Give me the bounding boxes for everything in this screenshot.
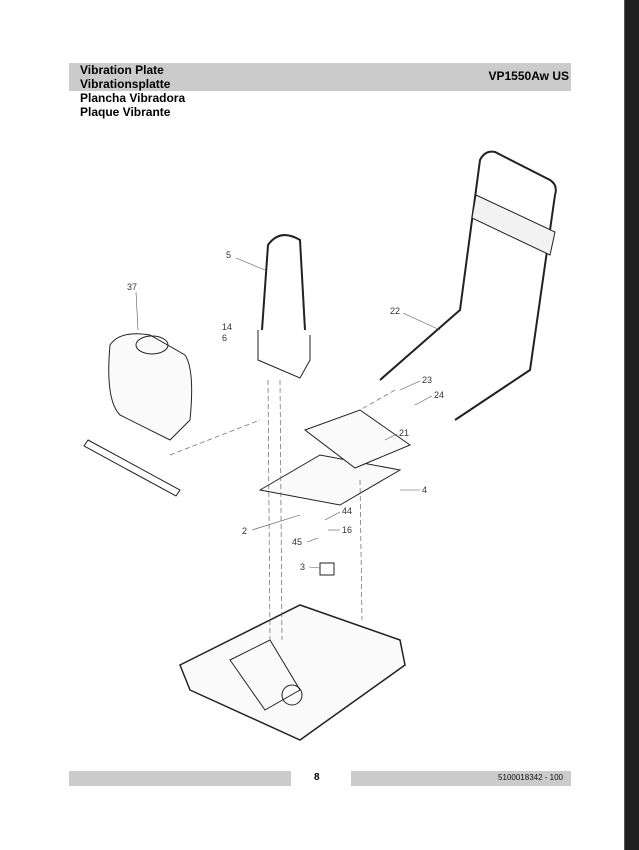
handle-part	[379, 150, 557, 421]
callout-5: 5	[226, 250, 231, 260]
frame-plate	[258, 454, 402, 506]
title-es: Plancha Vibradora	[80, 91, 186, 105]
callout-2: 2	[242, 526, 247, 536]
title-de: Vibrationsplatte	[80, 77, 171, 91]
engine-housing	[229, 639, 301, 711]
callout-45: 45	[292, 537, 302, 547]
lift-bail-part	[261, 234, 306, 331]
title-fr: Plaque Vibrante	[80, 105, 171, 119]
callout-44: 44	[342, 506, 352, 516]
page-number: 8	[314, 772, 320, 783]
water-tank-part	[108, 333, 193, 441]
shock-mount	[319, 562, 335, 576]
callout-37: 37	[127, 282, 137, 292]
handle-label-plate	[471, 194, 556, 256]
callout-4: 4	[422, 485, 427, 495]
pulley	[281, 684, 303, 706]
callout-21: 21	[399, 428, 409, 438]
upper-frame-plate	[303, 409, 412, 469]
callout-16: 16	[342, 525, 352, 535]
viewer-scrollbar[interactable]	[624, 0, 639, 850]
callout-3: 3	[300, 562, 305, 572]
callout-24: 24	[434, 390, 444, 400]
callout-6: 6	[222, 333, 227, 343]
model-number: VP1550Aw US	[488, 69, 570, 83]
callout-14: 14	[222, 322, 232, 332]
tank-cap	[135, 335, 169, 355]
header-bar	[69, 63, 571, 91]
callout-23: 23	[422, 375, 432, 385]
callout-22: 22	[390, 306, 400, 316]
title-en: Vibration Plate	[80, 63, 164, 77]
footer-bar-right	[351, 771, 571, 786]
sprinkler-bar	[83, 439, 181, 497]
lift-bail-bracket	[257, 330, 311, 379]
document-number: 5100018342 - 100	[498, 773, 563, 782]
footer-bar-left	[69, 771, 291, 786]
base-plate	[179, 604, 406, 741]
